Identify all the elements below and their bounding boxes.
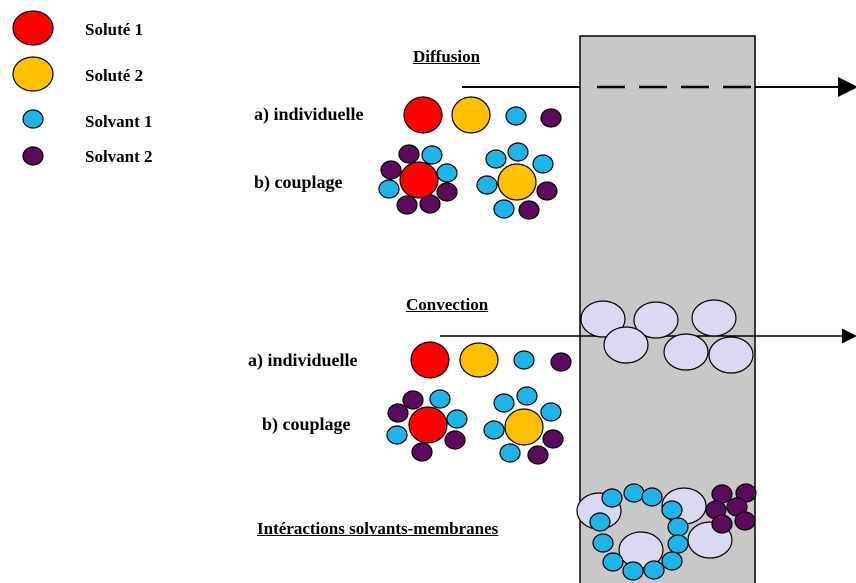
adsorbed-solvent-1 <box>623 483 645 503</box>
diffusion-row-coupling-label: b) couplage <box>254 172 343 192</box>
solvent-1-molecule <box>505 106 527 126</box>
solvent-molecule <box>485 149 507 169</box>
solvent-molecule <box>532 154 554 174</box>
solvent-molecule <box>402 390 424 410</box>
solvent-molecule <box>411 442 433 462</box>
convection-title: Convection <box>406 295 489 314</box>
solvent-molecule <box>516 386 538 406</box>
solute-1-molecule <box>410 341 450 379</box>
adsorbed-solvent-1 <box>592 533 614 553</box>
solvent-molecule <box>483 420 505 440</box>
solvent-molecule <box>429 389 451 409</box>
membrane-pore <box>580 300 626 338</box>
solvent-molecule <box>536 181 558 201</box>
solvent-molecule <box>444 430 466 450</box>
solute-1-molecule <box>408 406 448 444</box>
legend-swatch-solute1 <box>12 10 54 46</box>
adsorbed-solvent-1 <box>667 534 689 554</box>
membrane-pore <box>708 336 754 374</box>
solvent-molecule <box>476 175 498 195</box>
membrane-pore <box>691 299 737 337</box>
solute-2-molecule <box>459 342 499 378</box>
solute-2-molecule <box>451 96 491 134</box>
solvent-2-molecule <box>550 352 572 372</box>
interactions-title: Intéractions solvants-membranes <box>257 519 499 538</box>
solvent-molecule <box>387 403 409 423</box>
adsorbed-solvent-1 <box>622 561 644 581</box>
solvent-molecule <box>507 142 529 162</box>
legend-label-solute-2: Soluté 2 <box>85 66 144 85</box>
solvent-molecule <box>380 160 402 180</box>
adsorbed-solvent-1 <box>661 500 683 520</box>
solute-1-molecule <box>403 96 443 134</box>
solvent-molecule <box>518 200 540 220</box>
adsorbed-solvent-1 <box>641 487 663 507</box>
solvent-molecule <box>378 179 400 199</box>
diffusion-row-individual-label: a) individuelle <box>254 104 364 124</box>
adsorbed-solvent-1 <box>589 512 611 532</box>
adsorbed-solvent-1 <box>602 552 624 572</box>
adsorbed-solvent-2 <box>734 511 756 531</box>
legend-swatch-solvent2 <box>22 146 44 166</box>
solvent-molecule <box>542 429 564 449</box>
convection-row-individual-label: a) individuelle <box>248 350 358 370</box>
solvent-molecule <box>527 445 549 465</box>
adsorbed-solvent-2 <box>711 484 733 504</box>
diffusion-title: Diffusion <box>413 47 481 66</box>
membrane-pore <box>603 326 649 364</box>
legend-swatch-solvent1 <box>22 109 44 129</box>
legend-label-solvent-1: Solvant 1 <box>85 112 153 131</box>
solvent-molecule <box>493 199 515 219</box>
legend-label-solute-1: Soluté 1 <box>85 20 144 39</box>
adsorbed-solvent-1 <box>601 488 623 508</box>
solvent-molecule <box>540 402 562 422</box>
solvent-molecule <box>436 182 458 202</box>
solute-2-molecule <box>504 408 544 446</box>
solute-2-molecule <box>497 163 537 201</box>
adsorbed-solvent-1 <box>643 560 665 580</box>
solvent-molecule <box>386 425 408 445</box>
adsorbed-solvent-1 <box>667 517 689 537</box>
adsorbed-solvent-1 <box>661 551 683 571</box>
solvent-molecule <box>398 144 420 164</box>
membrane-pore <box>663 333 709 371</box>
adsorbed-solvent-2 <box>711 514 733 534</box>
solvent-molecule <box>421 145 443 165</box>
convection-row-coupling-label: b) couplage <box>262 414 351 434</box>
membrane-pore <box>633 301 679 339</box>
legend-swatch-solute2 <box>12 56 54 92</box>
solvent-molecule <box>493 393 515 413</box>
solute-1-molecule <box>399 161 439 199</box>
solvent-molecule <box>499 443 521 463</box>
solvent-molecule <box>436 163 458 183</box>
legend-label-solvent-2: Solvant 2 <box>85 147 153 166</box>
solvent-1-molecule <box>513 350 535 370</box>
solvent-2-molecule <box>540 108 562 128</box>
solvent-molecule <box>396 195 418 215</box>
solvent-molecule <box>446 409 468 429</box>
